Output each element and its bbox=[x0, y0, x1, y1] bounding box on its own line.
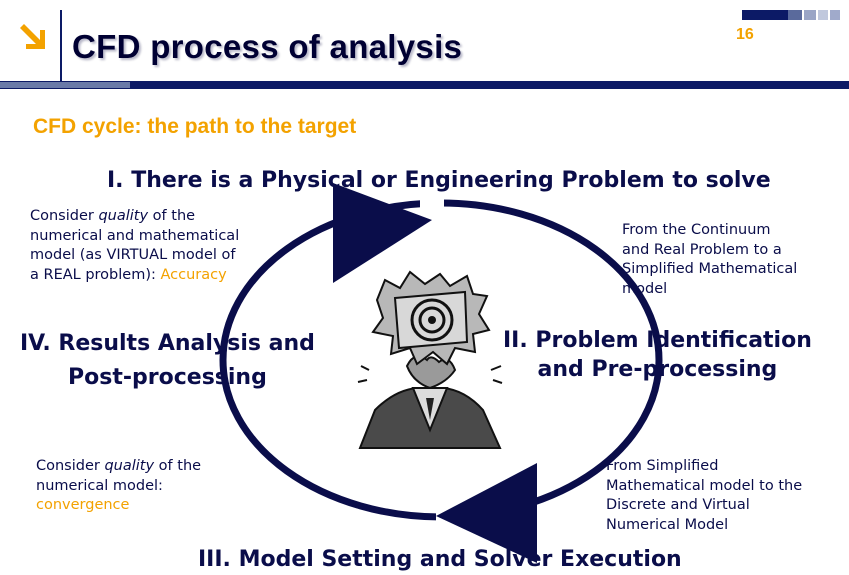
note-line: and Real Problem to a bbox=[622, 241, 782, 258]
note-line: numerical and mathematical bbox=[30, 227, 240, 244]
stage-4-line2: Post-processing bbox=[68, 365, 267, 390]
note-accuracy: Consider quality of the numerical and ma… bbox=[30, 207, 239, 285]
stage-2-line1: II. Problem Identification bbox=[503, 328, 812, 353]
note-line: From Simplified bbox=[606, 458, 719, 474]
note-line: Consider quality of the bbox=[36, 458, 202, 474]
page-number: 16 bbox=[736, 26, 754, 43]
stage-2-line2: and Pre-processing bbox=[537, 357, 778, 382]
note-line: Mathematical model to the bbox=[606, 477, 803, 494]
note-line: Simplified Mathematical bbox=[622, 261, 798, 277]
orange-arrow-icon bbox=[20, 24, 45, 49]
note-line: model (as VIRTUAL model of bbox=[30, 247, 236, 263]
note-convergence: Consider quality of the numerical model:… bbox=[36, 457, 201, 516]
note-line: Consider quality of the bbox=[30, 208, 196, 224]
header-vertical-rule bbox=[60, 10, 62, 85]
stage-2-label: II. Problem Identification and Pre-proce… bbox=[503, 326, 812, 384]
slide-title: CFD process of analysis bbox=[72, 28, 463, 65]
header-bar bbox=[0, 81, 849, 89]
note-math-to-discrete: From Simplified Mathematical model to th… bbox=[606, 457, 802, 535]
note-line: From the Continuum bbox=[622, 222, 771, 238]
note-continuum-to-math: From the Continuum and Real Problem to a… bbox=[622, 221, 797, 299]
stage-1-label: I. There is a Physical or Engineering Pr… bbox=[107, 168, 771, 193]
stressed-person-illustration bbox=[357, 270, 503, 449]
top-right-decor-bar bbox=[742, 10, 840, 20]
header-bar-fade bbox=[0, 82, 130, 88]
accuracy-highlight: Accuracy bbox=[160, 266, 227, 283]
note-line: convergence bbox=[36, 497, 130, 513]
stage-4-line1: IV. Results Analysis and bbox=[20, 331, 315, 356]
note-line: numerical model: bbox=[36, 477, 163, 494]
arrowhead-top bbox=[333, 183, 432, 283]
stage-3-label: III. Model Setting and Solver Execution bbox=[198, 547, 682, 572]
note-line: a REAL problem): Accuracy bbox=[30, 266, 227, 283]
note-line: Numerical Model bbox=[606, 516, 729, 533]
arrowhead-bottom bbox=[436, 463, 537, 563]
header-decoration bbox=[0, 10, 849, 89]
note-line: model bbox=[622, 280, 668, 297]
stage-4-label: IV. Results Analysis and Post-processing bbox=[20, 327, 315, 395]
note-line: Discrete and Virtual bbox=[606, 497, 750, 513]
slide-subtitle: CFD cycle: the path to the target bbox=[33, 115, 357, 138]
